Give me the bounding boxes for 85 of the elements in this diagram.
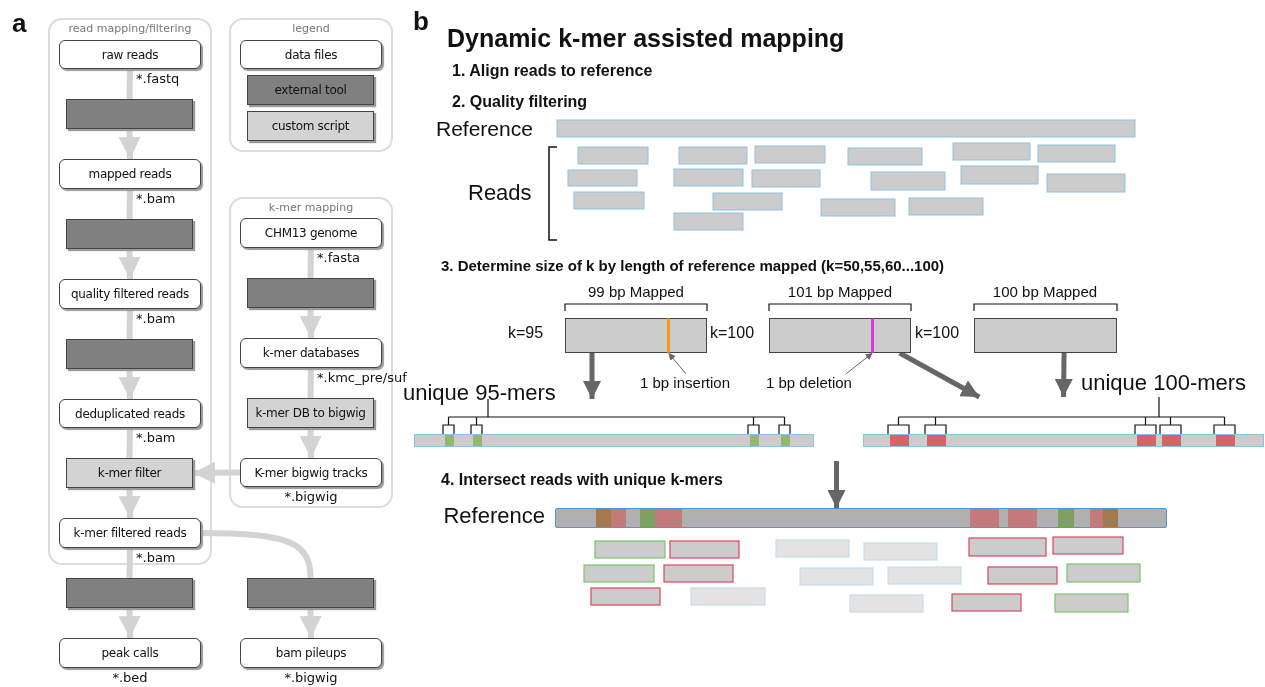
file-extension-label: *.bam (136, 191, 176, 206)
connector-line (126, 547, 133, 579)
group-panel (229, 18, 393, 152)
connector-line (307, 247, 314, 279)
step-heading: 4. Intersect reads with unique k-mers (441, 471, 723, 489)
file-extension-label: *.bam (136, 430, 176, 445)
k-value-label: k=100 (710, 324, 755, 342)
callout-text: 1 bp deletion (766, 374, 880, 394)
indel-mark (667, 318, 670, 353)
data-file-box: raw reads (59, 40, 201, 69)
data-file-box: quality filtered reads (59, 279, 201, 309)
mapped-length-label: 99 bp Mapped (587, 283, 685, 300)
file-extension-label: *.bam (136, 550, 176, 565)
arrow (118, 607, 141, 639)
connector-line (126, 188, 133, 220)
file-extension-label: *.bigwig (283, 670, 339, 685)
arrow (118, 487, 141, 519)
arrow (827, 461, 846, 508)
tool-box (247, 578, 374, 608)
connector-line (200, 530, 314, 579)
connector-line (126, 427, 133, 459)
arrow (583, 353, 601, 399)
mapped-read-box (565, 318, 707, 353)
k-value-label: k=100 (915, 324, 960, 342)
tool-box (247, 278, 374, 308)
arrow (1054, 352, 1073, 398)
arrow (192, 461, 241, 484)
panel-letter: a (12, 8, 27, 39)
arrow (299, 607, 322, 639)
reference-bar (555, 508, 1167, 528)
group-title: k-mer mapping (267, 201, 355, 214)
leader-line (845, 352, 873, 375)
arrow (299, 427, 322, 459)
data-file-box: data files (240, 40, 382, 69)
data-file-box: bam pileups (240, 638, 382, 668)
group-panel (48, 18, 212, 565)
leader-line (668, 352, 687, 375)
panel-letter: b (413, 6, 429, 37)
reference-label: Reference (436, 117, 533, 141)
data-file-box: mapped reads (59, 159, 201, 189)
arrow (118, 248, 141, 280)
connector-line (307, 367, 314, 399)
data-file-box: k-mer databases (240, 338, 382, 368)
script-box: custom script (247, 111, 374, 141)
connector-line (126, 68, 133, 100)
indel-mark (871, 318, 874, 353)
arrow (898, 350, 981, 400)
data-file-box: CHM13 genome (240, 218, 382, 248)
file-extension-label: *.fastq (136, 71, 180, 86)
tool-box (66, 578, 193, 608)
track-label: unique 100-mers (1081, 370, 1247, 396)
data-file-box: deduplicated reads (59, 399, 201, 428)
file-extension-label: *.fasta (317, 250, 360, 265)
reference-label: Reference (442, 503, 545, 529)
arrow (118, 368, 141, 400)
script-box: k-mer filter (66, 458, 193, 488)
data-file-box: K-mer bigwig tracks (240, 458, 382, 487)
arrow (299, 307, 322, 339)
step-heading: 1. Align reads to reference (452, 62, 653, 80)
mapped-length-label: 101 bp Mapped (786, 283, 894, 300)
step-heading: 2. Quality filtering (452, 93, 588, 111)
diagram-title: Dynamic k-mer assisted mapping (447, 24, 845, 53)
mapped-read-box (974, 318, 1117, 353)
mapped-length-label: 100 bp Mapped (991, 283, 1099, 300)
data-file-box: k-mer filtered reads (59, 518, 201, 548)
group-title: read mapping/filtering (67, 22, 193, 35)
connector-line (126, 308, 133, 340)
callout-text: 1 bp insertion (640, 374, 758, 394)
arrow (118, 128, 141, 160)
tool-box: external tool (247, 75, 374, 105)
mapped-read-box (769, 318, 911, 353)
kmer-track (863, 397, 1264, 447)
file-extension-label: *.bigwig (283, 489, 339, 504)
k-value-label: k=95 (508, 324, 544, 342)
file-extension-label: *.bed (111, 670, 149, 685)
file-extension-label: *.kmc_pre/suf (317, 370, 407, 385)
step-heading: 3. Determine size of k by length of reference mapped (k=50,55,60...100) (441, 257, 945, 274)
tool-box (66, 219, 193, 249)
reads-label: Reads (468, 180, 532, 206)
script-box: k-mer DB to bigwig (247, 398, 374, 428)
data-file-box: peak calls (59, 638, 201, 668)
file-extension-label: *.bam (136, 311, 176, 326)
tool-box (66, 339, 193, 369)
tool-box (66, 99, 193, 129)
group-title: legend (291, 22, 331, 35)
